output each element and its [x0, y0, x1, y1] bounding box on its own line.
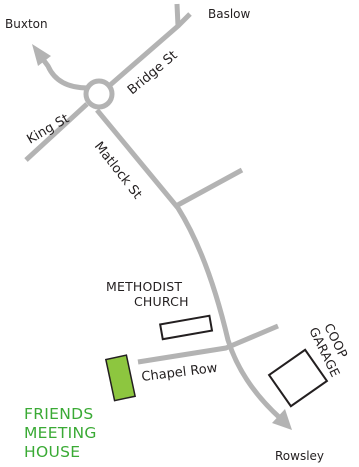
roundabout-icon	[83, 78, 115, 110]
label-methodist-church-line2: CHURCH	[134, 294, 189, 309]
road-buxton	[40, 56, 89, 91]
road-king-st	[24, 102, 89, 162]
friends-meeting-house-building	[104, 354, 137, 402]
methodist-church-building	[159, 314, 214, 341]
label-methodist-church-line1: METHODIST	[106, 279, 182, 294]
street-label-bridge-st: Bridge St	[125, 48, 180, 98]
road-side-street	[174, 167, 244, 209]
road-baslow-branch	[176, 12, 192, 28]
place-label-buxton: Buxton	[5, 17, 48, 31]
coop-garage-building	[267, 348, 329, 408]
road-chapel-row	[137, 323, 279, 365]
label-friends-meeting-house-line2: MEETING	[24, 424, 97, 442]
place-label-rowsley: Rowsley	[275, 449, 324, 463]
label-friends-meeting-house-line3: HOUSE	[24, 443, 80, 461]
arrow-down-right-icon	[272, 409, 292, 430]
street-label-chapel-row: Chapel Row	[141, 361, 219, 385]
place-label-baslow: Baslow	[208, 7, 251, 21]
street-label-matlock-st: Matlock St	[91, 139, 145, 202]
arrow-up-left-icon	[32, 44, 51, 66]
roads	[24, 3, 282, 420]
road-matlock-st	[95, 108, 282, 420]
label-friends-meeting-house-line1: FRIENDS	[24, 405, 94, 423]
